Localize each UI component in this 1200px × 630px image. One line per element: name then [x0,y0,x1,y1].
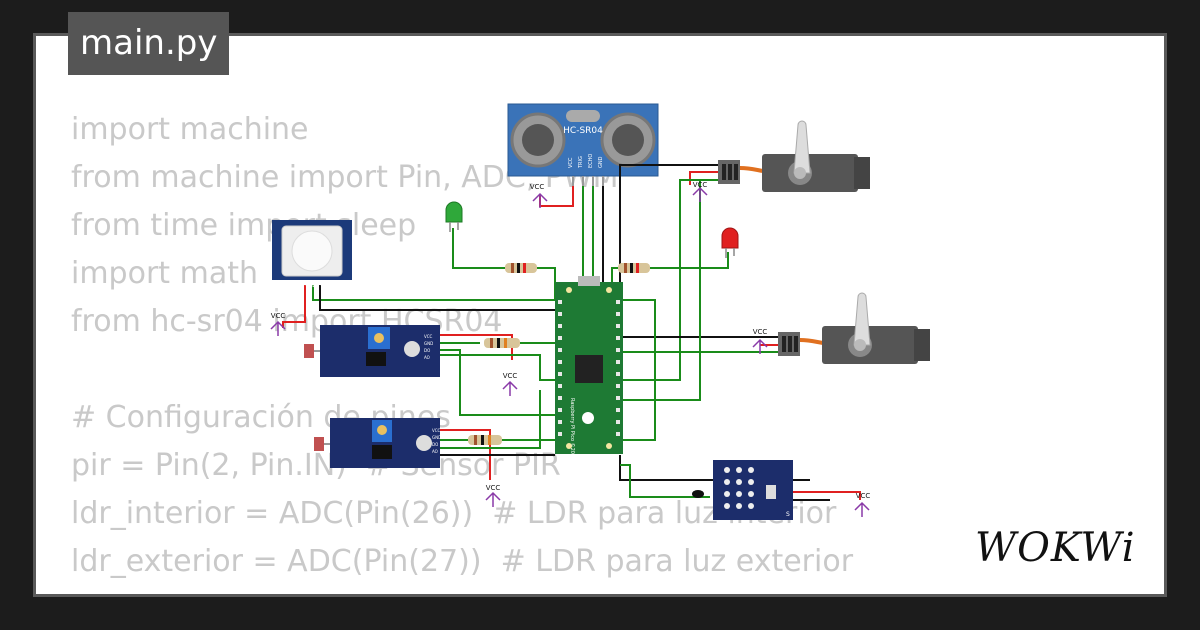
servo-bottom[interactable] [778,292,930,364]
pin-label: DO [424,348,430,353]
pin-label: GND [598,156,604,168]
vcc-label: VCC [486,484,501,492]
code-line: ldr_interior = ADC(Pin(26)) # LDR para l… [71,496,837,531]
pico-label: Raspberry Pi Pico ©2020 [569,398,576,460]
resistors [468,263,650,445]
hc-sr04-sensor[interactable]: HC-SR04 VCC TRIG ECHO GND [507,103,659,186]
ldr-module-interior[interactable]: VCC GND DO AO [304,325,440,377]
pin-label: VCC [568,157,574,168]
pir-sensor[interactable]: + D - [272,220,352,289]
green-led[interactable] [445,201,463,232]
raspberry-pi-pico[interactable]: Raspberry Pi Pico ©2020 [555,276,623,460]
red-led[interactable] [721,227,739,258]
ntc-pin-label: S [786,511,790,518]
ntc-temperature-module[interactable]: S [692,460,793,520]
hc-sr04-label: HC-SR04 [563,126,603,136]
vcc-label: VCC [753,328,768,336]
pin-label: VCC [432,428,441,433]
resistor[interactable] [618,263,650,273]
pir-pin-label: + D - [304,281,323,289]
pin-label: AO [424,355,430,360]
code-line: import machine [71,112,309,147]
pin-label: TRIG [578,156,584,169]
raspberry-logo-icon [582,412,594,424]
ldr-module-exterior[interactable]: VCC GND DO AO [314,418,441,468]
pin-label: AO [432,449,438,454]
servo-top[interactable] [718,120,870,192]
pin-label: VCC [424,334,433,339]
resistor[interactable] [468,435,502,445]
resistor[interactable] [484,338,520,348]
wokwi-logo: WOKWi [975,525,1136,571]
pin-label: GND [424,341,433,346]
vcc-label: VCC [693,181,708,189]
code-line: import math [71,256,258,291]
pin-label: ECHO [588,154,594,168]
vcc-label: VCC [856,492,871,500]
code-line: ntc_temperatura = ADC(Pin(28)) # Pin ADC… [71,586,1026,594]
resistor[interactable] [505,263,537,273]
pin-label: GND [432,435,441,440]
vcc-label: VCC [530,183,545,191]
file-tab[interactable]: main.py [68,12,230,75]
code-line: ldr_exterior = ADC(Pin(27)) # LDR para l… [71,544,854,579]
vcc-label: VCC [503,372,518,380]
vcc-symbols [270,186,870,517]
vcc-label: VCC [271,312,286,320]
pin-label: DO [432,442,438,447]
